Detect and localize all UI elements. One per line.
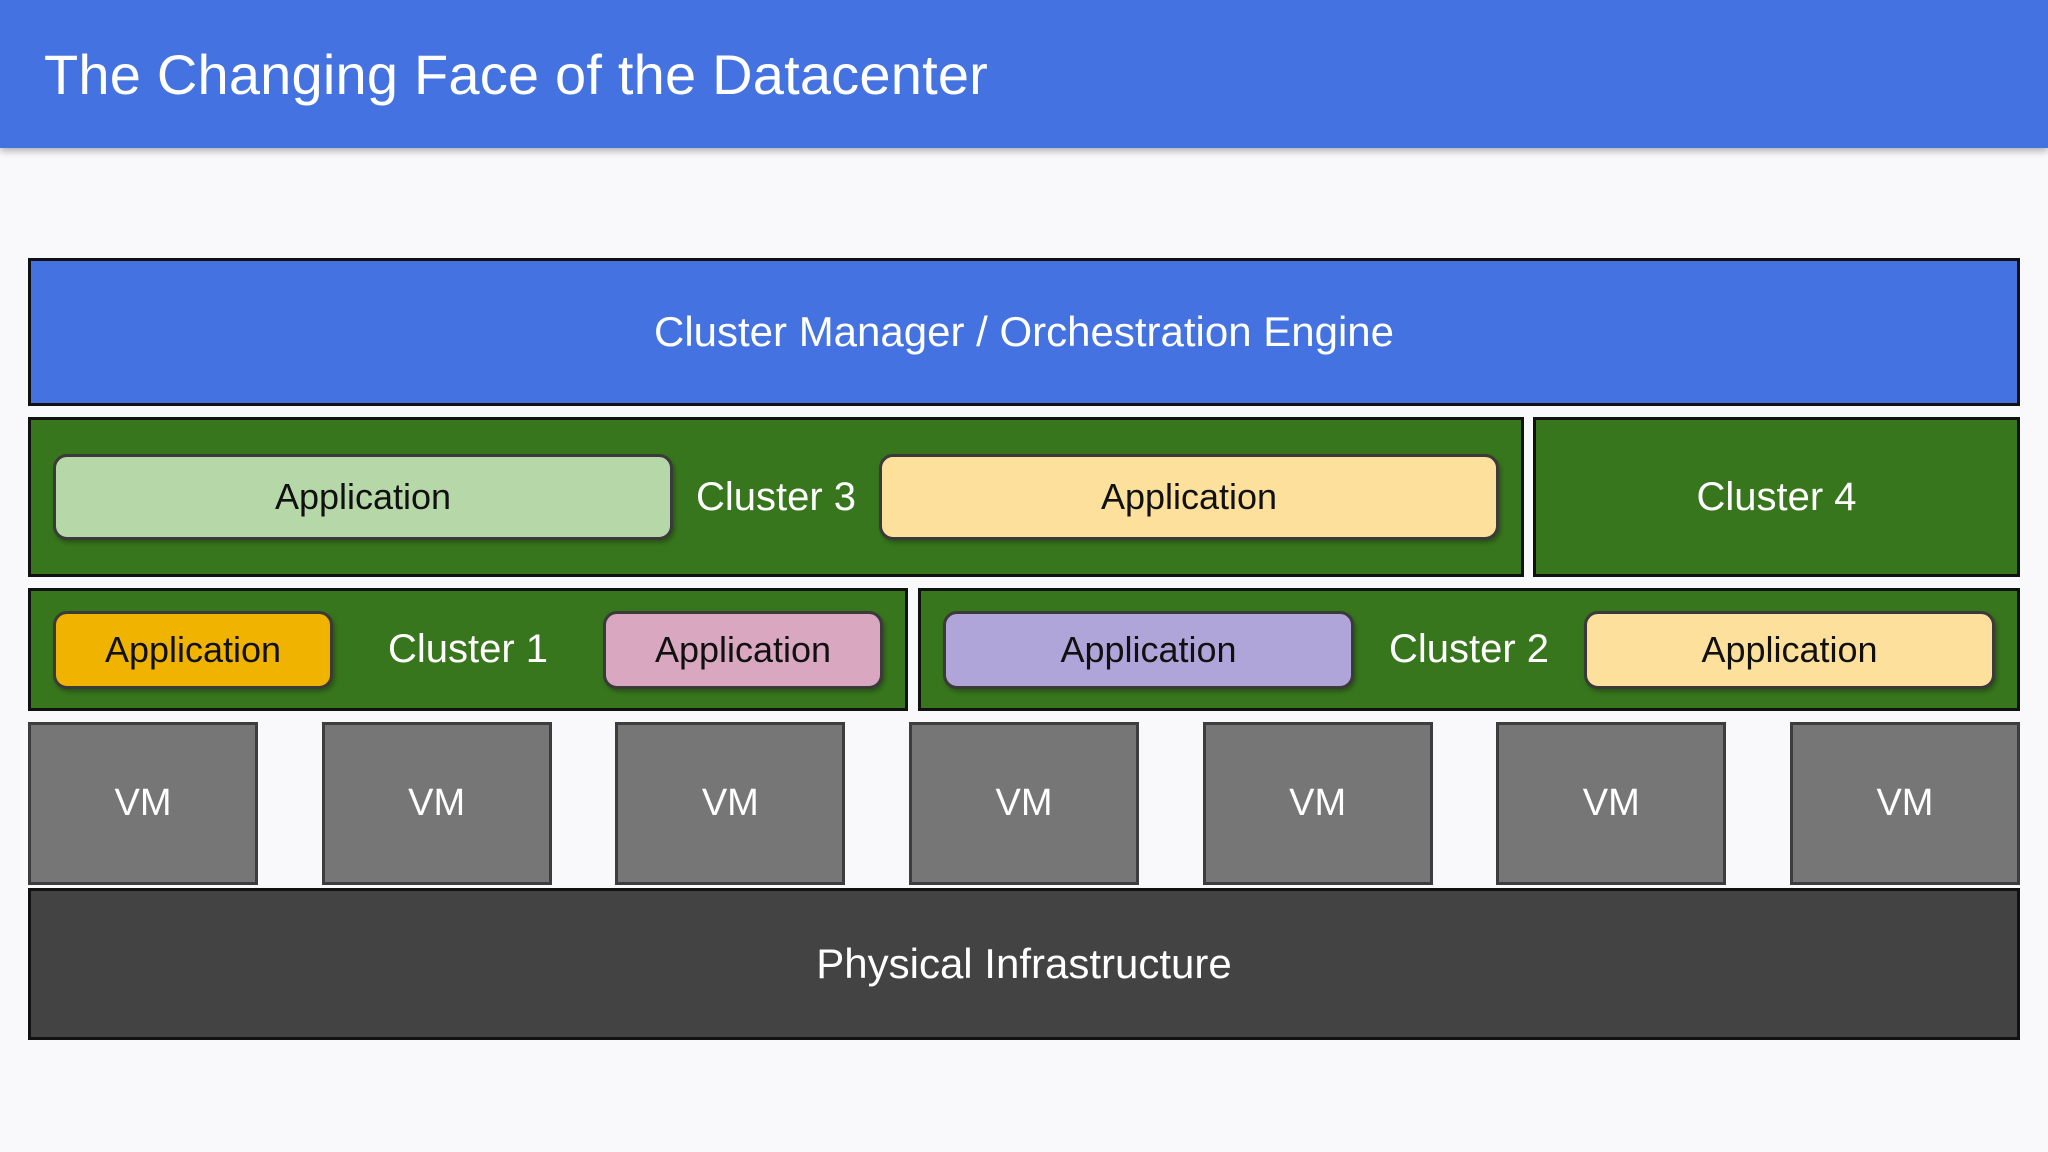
vm-label: VM bbox=[408, 782, 466, 824]
orchestration-engine-label: Cluster Manager / Orchestration Engine bbox=[653, 308, 1395, 355]
vm-label: VM bbox=[114, 782, 172, 824]
vm-box[interactable]: VM bbox=[28, 722, 258, 885]
application-label: Application bbox=[1100, 476, 1278, 517]
vm-box[interactable]: VM bbox=[615, 722, 846, 885]
vm-box[interactable]: VM bbox=[1496, 722, 1727, 885]
cluster-2-box: Application Cluster 2 Application bbox=[918, 588, 2020, 711]
cluster-4-label: Cluster 4 bbox=[1696, 474, 1857, 519]
vm-box[interactable]: VM bbox=[1202, 722, 1433, 885]
vm-box[interactable]: VM bbox=[1789, 722, 2020, 885]
application-label: Application bbox=[654, 628, 832, 670]
application-label: Application bbox=[1701, 628, 1878, 670]
application-label: Application bbox=[274, 476, 452, 517]
cluster-3-box: Application Cluster 3 Application bbox=[28, 417, 1524, 577]
application-label: Application bbox=[104, 628, 282, 670]
cluster-4-box: Cluster 4 bbox=[1533, 417, 2020, 577]
application-pill[interactable]: Application bbox=[943, 610, 1354, 689]
application-pill[interactable]: Application bbox=[879, 454, 1499, 540]
vm-label: VM bbox=[1582, 782, 1640, 824]
physical-infrastructure-label: Physical Infrastructure bbox=[816, 940, 1232, 987]
vm-label: VM bbox=[995, 782, 1053, 824]
slide-header: The Changing Face of the Datacenter bbox=[0, 0, 2048, 148]
physical-infrastructure-box: Physical Infrastructure bbox=[28, 888, 2020, 1040]
application-pill[interactable]: Application bbox=[53, 454, 673, 540]
vm-box[interactable]: VM bbox=[321, 722, 552, 885]
application-label: Application bbox=[1060, 628, 1237, 670]
cluster-1-box: Application Cluster 1 Application bbox=[28, 588, 908, 711]
cluster-3-label: Cluster 3 bbox=[695, 474, 857, 519]
vm-row: VM VM VM VM VM VM VM bbox=[28, 722, 2020, 885]
vm-label: VM bbox=[1876, 782, 1934, 824]
vm-box[interactable]: VM bbox=[908, 722, 1139, 885]
vm-label: VM bbox=[701, 782, 759, 824]
application-pill[interactable]: Application bbox=[603, 610, 883, 689]
vm-label: VM bbox=[1289, 782, 1347, 824]
page-title: The Changing Face of the Datacenter bbox=[44, 42, 989, 106]
cluster-2-label: Cluster 2 bbox=[1388, 627, 1550, 671]
application-pill[interactable]: Application bbox=[1584, 610, 1995, 689]
orchestration-engine-box: Cluster Manager / Orchestration Engine bbox=[28, 258, 2020, 406]
application-pill[interactable]: Application bbox=[53, 610, 333, 689]
cluster-1-label: Cluster 1 bbox=[387, 627, 549, 671]
